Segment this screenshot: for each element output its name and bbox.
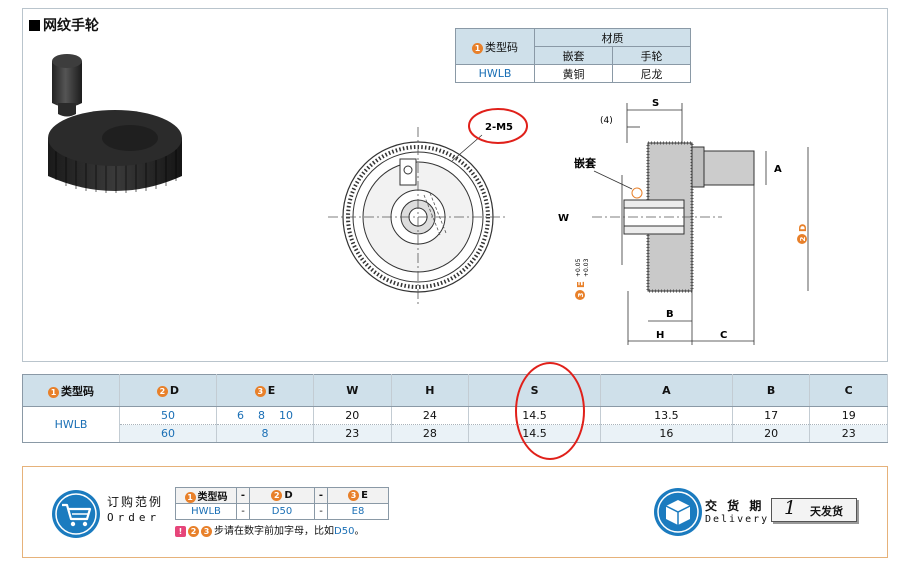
delivery-days: 1 [784,497,797,519]
material-header-wheel: 手轮 [612,46,691,65]
dim-b: B [666,309,674,320]
spec-d-value: 60 [119,424,217,443]
spec-header-b: B [732,374,811,407]
product-panel [22,8,888,362]
svg-text:+0.03: +0.03 [583,258,590,277]
highlight-ellipse [515,362,585,460]
spec-w-value: 20 [313,406,392,425]
table-row: 60 8 23 28 14.5 16 20 23 [23,424,888,443]
spec-header-c: C [809,374,888,407]
dim-w: W [558,213,569,224]
spec-type-value: HWLB [22,406,120,443]
svg-text:2: 2 [799,237,807,242]
delivery-badge [771,498,857,522]
spec-a-value: 16 [600,424,733,443]
order-title: 订购范例 [107,495,164,509]
dim-h: H [656,330,664,341]
order-e-value: E8 [327,503,389,520]
material-header-material: 材质 [534,28,691,47]
svg-text:+0.05: +0.05 [575,258,582,277]
insert-label: 嵌套 [574,156,597,170]
order-subtitle: Order [107,511,161,524]
material-insert-value: 黄铜 [534,64,613,83]
spec-header-a: A [600,374,733,407]
spec-b-value: 17 [732,406,811,425]
dim-4: (4) [600,116,613,126]
delivery-title: 交 货 期 [705,499,765,513]
spec-h-value: 28 [391,424,470,443]
page-title: 网纹手轮 [29,15,99,35]
order-header-dash: - [314,487,328,504]
spec-d-value: 50 [119,406,217,425]
svg-text:3: 3 [577,293,585,298]
delivery-box-icon [654,488,702,536]
side-view [592,103,809,345]
callout-ellipse [468,108,528,144]
spec-c-value: 19 [809,406,888,425]
spec-w-value: 23 [313,424,392,443]
product-image [48,54,182,193]
spec-a-value: 13.5 [600,406,733,425]
material-header-insert: 嵌套 [534,46,613,65]
dim-e-label: 3 E +0.05 +0.03 [575,258,590,300]
dim-a: A [774,164,782,175]
technical-drawing: 2-M5 S (4) 嵌套 A W B H C 2 D 3 [328,98,809,345]
delivery-text: 天发货 [810,505,843,518]
front-view [328,127,508,307]
svg-text:E: E [576,281,587,288]
material-wheel-value: 尼龙 [612,64,691,83]
spec-h-value: 24 [391,406,470,425]
order-panel [22,466,888,558]
spec-b-value: 20 [732,424,811,443]
spec-header-h: H [391,374,470,407]
order-type-value: HWLB [175,503,237,520]
cart-icon [52,490,100,538]
dim-c: C [720,330,727,341]
svg-text:D: D [798,224,809,232]
dim-s: S [652,98,659,109]
order-dash: - [314,503,328,520]
dim-d-label: 2 D [797,224,809,244]
material-type-value: HWLB [455,64,535,83]
spec-c-value: 23 [809,424,888,443]
order-dash: - [236,503,250,520]
order-header-dash: - [236,487,250,504]
spec-header-w: W [313,374,392,407]
order-d-value: D50 [249,503,315,520]
delivery-subtitle: Delivery [705,514,770,525]
thread-callout: 2-M5 [485,122,513,133]
spec-e-values: 8 [216,424,314,443]
